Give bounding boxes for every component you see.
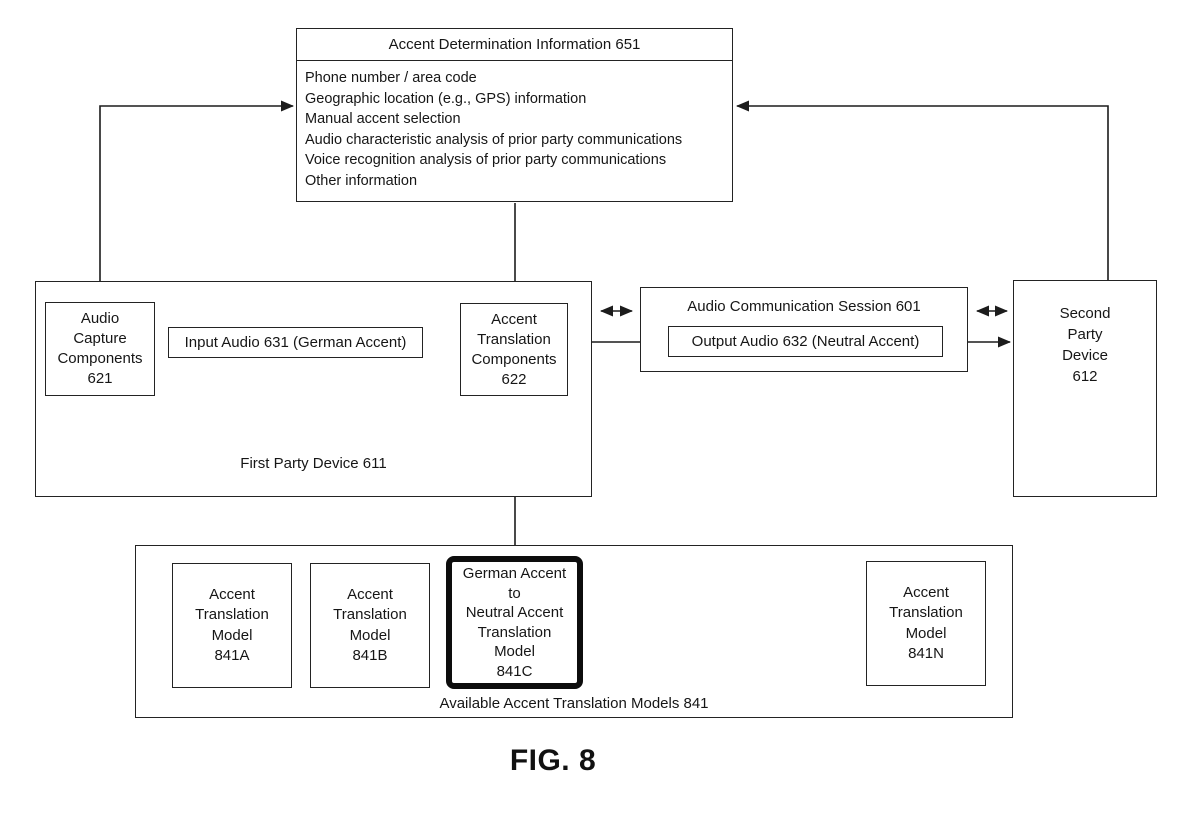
output-audio-box: Output Audio 632 (Neutral Accent) xyxy=(668,326,943,357)
list-item: Manual accent selection xyxy=(305,111,461,127)
input-audio-box: Input Audio 631 (German Accent) xyxy=(168,327,423,358)
list-item: Geographic location (e.g., GPS) informat… xyxy=(305,90,587,107)
accent-determination-list: Phone number / area code Geographic loca… xyxy=(297,61,732,191)
audio-capture-components-box: Audio Capture Components 621 xyxy=(45,302,155,396)
german-accent-model-841c-box: German Accent to Neutral Accent Translat… xyxy=(446,556,583,689)
audio-communication-session-title: Audio Communication Session 601 xyxy=(687,298,921,315)
list-item: Voice recognition analysis of prior part… xyxy=(305,152,667,168)
list-item: Other information xyxy=(305,172,418,189)
available-models-label: Available Accent Translation Models 841 xyxy=(439,695,709,712)
figure-caption: FIG. 8 xyxy=(509,744,597,777)
accent-determination-box: Accent Determination Information 651 Pho… xyxy=(296,28,733,202)
second-party-device-box: Second Party Device 612 xyxy=(1013,280,1157,497)
accent-translation-model-841n-box: Accent Translation Model 841N xyxy=(866,561,986,686)
second-party-device-label: Second Party Device 612 xyxy=(1059,305,1111,385)
accent-determination-title: Accent Determination Information 651 xyxy=(297,29,732,61)
arrow-second-party-to-accent-determination xyxy=(736,100,1109,280)
accent-translation-model-841a-box: Accent Translation Model 841A xyxy=(172,563,292,688)
list-item: Phone number / area code xyxy=(305,70,477,86)
accent-translation-model-841b-box: Accent Translation Model 841B xyxy=(310,563,430,688)
accent-translation-components-box: Accent Translation Components 622 xyxy=(460,303,568,396)
first-party-device-label: First Party Device 611 xyxy=(240,455,387,472)
list-item: Audio characteristic analysis of prior p… xyxy=(305,131,683,148)
arrow-first-party-to-accent-determination xyxy=(99,100,294,281)
